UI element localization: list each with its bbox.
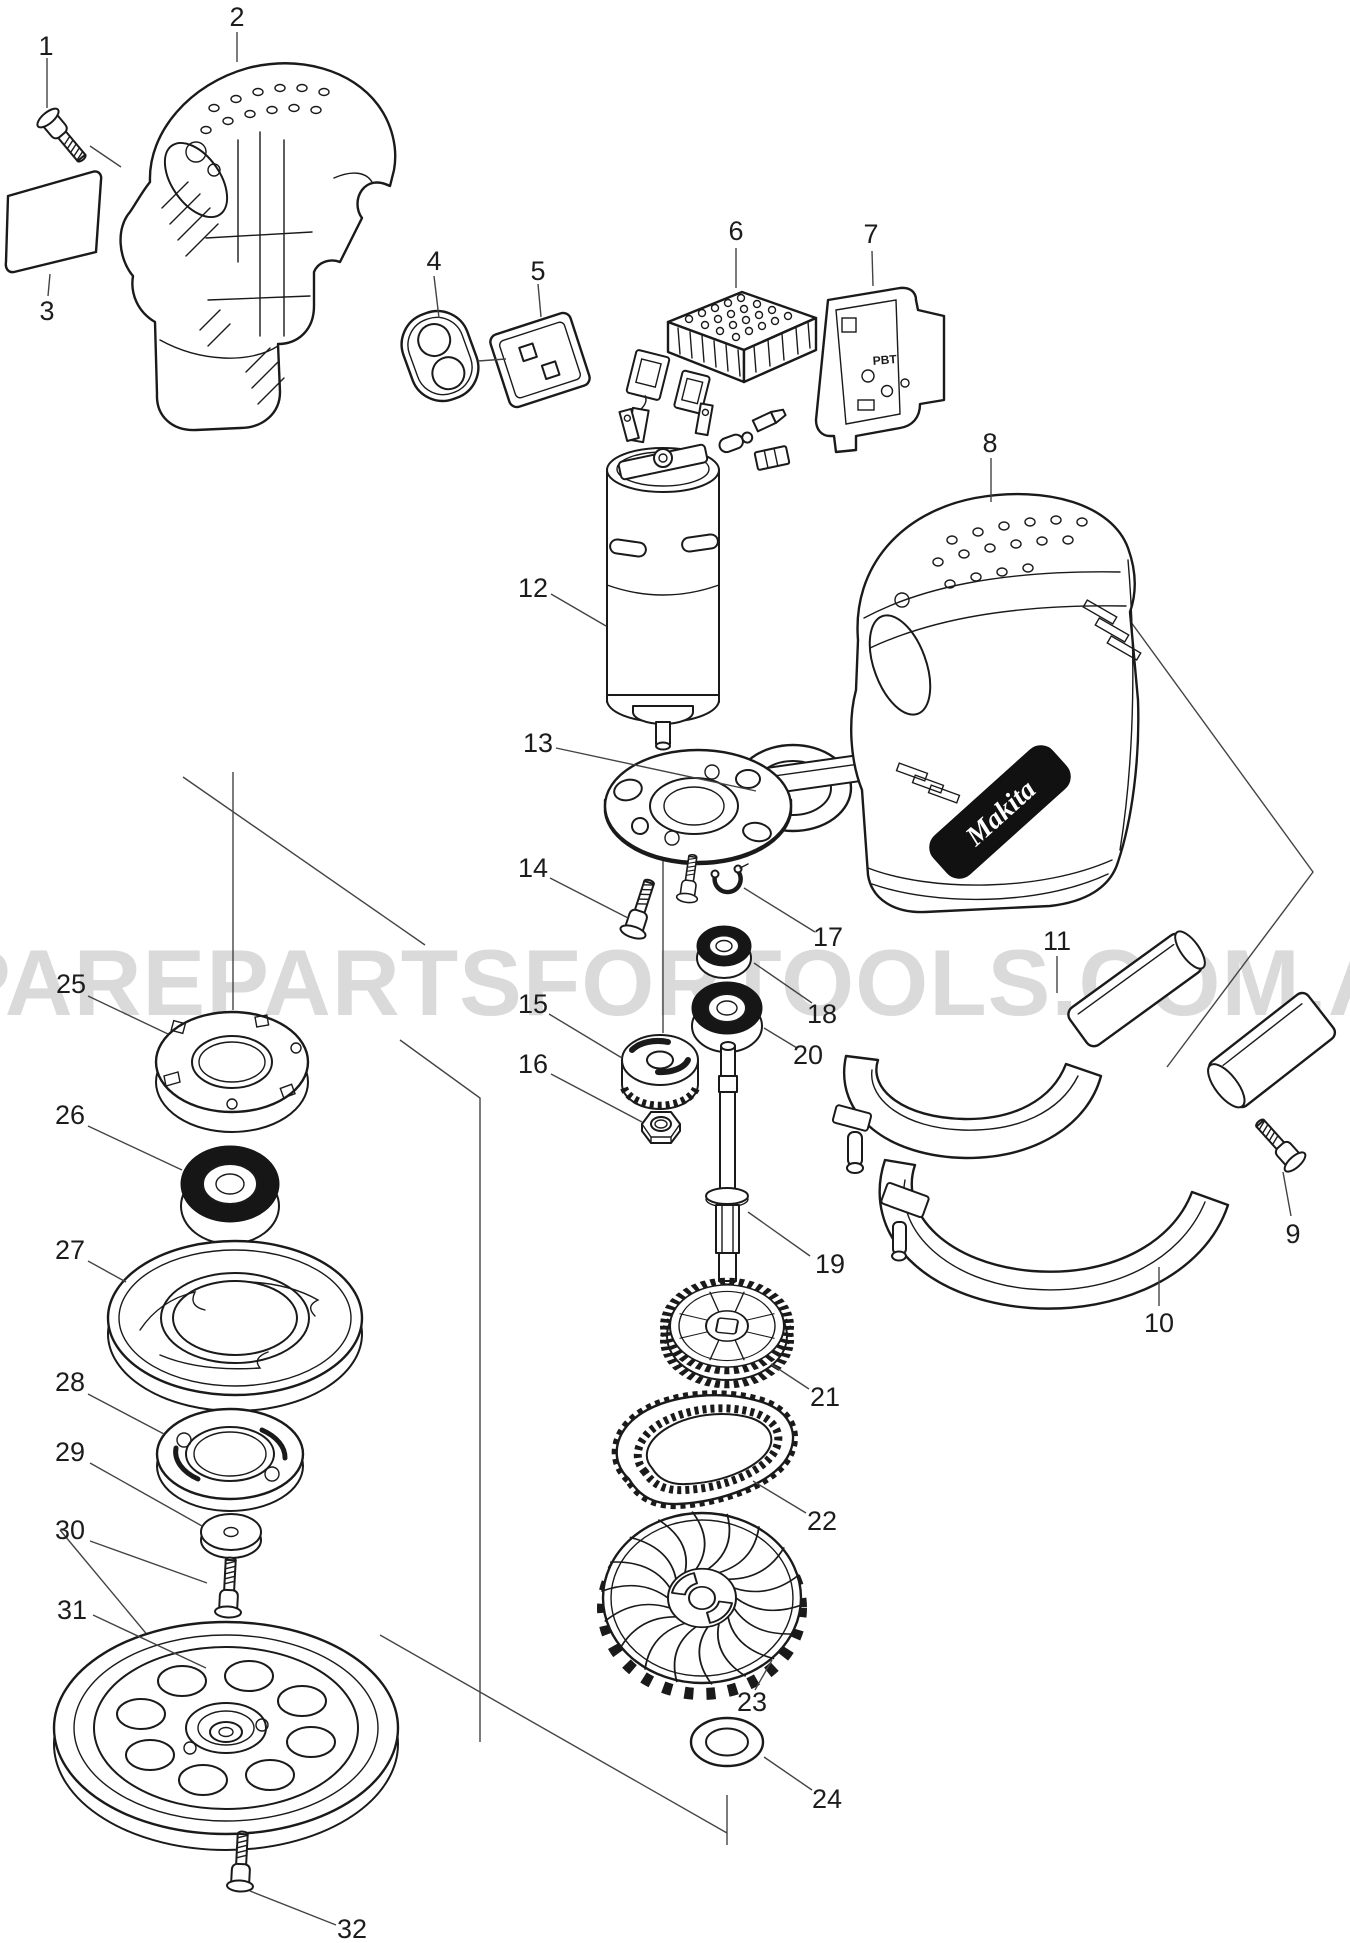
part-11-upper-guard-ring — [831, 930, 1206, 1174]
part-label-30: 30 — [55, 1515, 85, 1545]
part-29-washer — [200, 1513, 262, 1559]
part-15-clip-pulley — [620, 1034, 700, 1110]
part-10-lower-guard-ring — [878, 991, 1337, 1310]
part-label-10: 10 — [1144, 1308, 1174, 1338]
part-11-nozzle — [1067, 930, 1206, 1048]
part-2-housing-cross-section — [119, 62, 397, 432]
part-label-14: 14 — [518, 853, 548, 883]
part-label-29: 29 — [55, 1437, 85, 1467]
part-label-6: 6 — [728, 216, 743, 246]
part-label-28: 28 — [55, 1367, 85, 1397]
part-label-9: 9 — [1285, 1219, 1300, 1249]
part-label-18: 18 — [807, 999, 837, 1029]
part-28-flange-ring — [155, 1407, 305, 1512]
part-label-32: 32 — [337, 1914, 367, 1943]
part-label-22: 22 — [807, 1506, 837, 1536]
part-label-24: 24 — [812, 1784, 842, 1814]
part-label-25: 25 — [56, 969, 86, 999]
part-8-main-housing: Makita — [850, 492, 1142, 914]
controller-pin-dots — [684, 293, 793, 342]
housing-8-side-vents — [895, 599, 1142, 804]
part-22-drive-belt — [611, 1390, 798, 1510]
part-7-controller-holder: PBT — [814, 286, 946, 454]
part-label-23: 23 — [737, 1687, 767, 1717]
part-31-backing-pad — [52, 1620, 400, 1851]
part-label-19: 19 — [815, 1249, 845, 1279]
part-6-controller-block — [666, 290, 818, 384]
part-label-21: 21 — [810, 1382, 840, 1412]
part-30-screw — [213, 1555, 245, 1620]
leader-lines — [46, 32, 1292, 1926]
part-18-bearing — [696, 925, 752, 979]
part-26-bearing — [180, 1145, 280, 1245]
part-4-grommet — [400, 309, 480, 403]
part-label-11: 11 — [1043, 926, 1071, 956]
part-label-2: 2 — [229, 2, 244, 32]
part-label-3: 3 — [39, 296, 54, 326]
part-23-fan — [597, 1510, 807, 1700]
part-7-board-marking: PBT — [872, 352, 898, 368]
part-label-20: 20 — [793, 1040, 823, 1070]
part-24-washer — [689, 1716, 765, 1768]
part-label-1: 1 — [38, 31, 53, 61]
part-label-17: 17 — [813, 922, 843, 952]
part-label-7: 7 — [863, 219, 878, 249]
part-25-ring — [154, 1010, 310, 1133]
part-label-27: 27 — [55, 1235, 85, 1265]
part-21-pulley-gear — [660, 1277, 794, 1389]
part-9-screw — [1247, 1111, 1310, 1176]
part-label-4: 4 — [426, 246, 441, 276]
part-label-12: 12 — [518, 573, 548, 603]
pad-dust-holes — [116, 1660, 336, 1796]
part-27-brake-ring — [106, 1239, 364, 1412]
part-label-5: 5 — [530, 256, 545, 286]
part-12-motor — [606, 402, 720, 751]
part-20-bearing — [691, 981, 763, 1053]
part-label-13: 13 — [523, 728, 553, 758]
part-label-31: 31 — [57, 1595, 87, 1625]
part-number-labels: 1 2 3 4 5 6 7 8 9 10 11 12 13 14 15 16 1… — [38, 2, 1300, 1943]
part-10-nozzle — [1207, 991, 1337, 1109]
part-label-16: 16 — [518, 1049, 548, 1079]
part-3-plate — [4, 170, 103, 274]
part-17-circlip — [710, 863, 749, 895]
part-label-15: 15 — [518, 989, 548, 1019]
part-label-26: 26 — [55, 1100, 85, 1130]
housing-8-vent-dots — [932, 515, 1088, 589]
part-19-spindle-shaft — [705, 1041, 749, 1286]
part-label-8: 8 — [982, 428, 997, 458]
housing-vent-dots — [200, 83, 330, 135]
part-1-pan-head-screw — [33, 104, 94, 170]
part-16-hex-nut — [641, 1111, 681, 1144]
part-5-switch-plate — [489, 311, 591, 409]
